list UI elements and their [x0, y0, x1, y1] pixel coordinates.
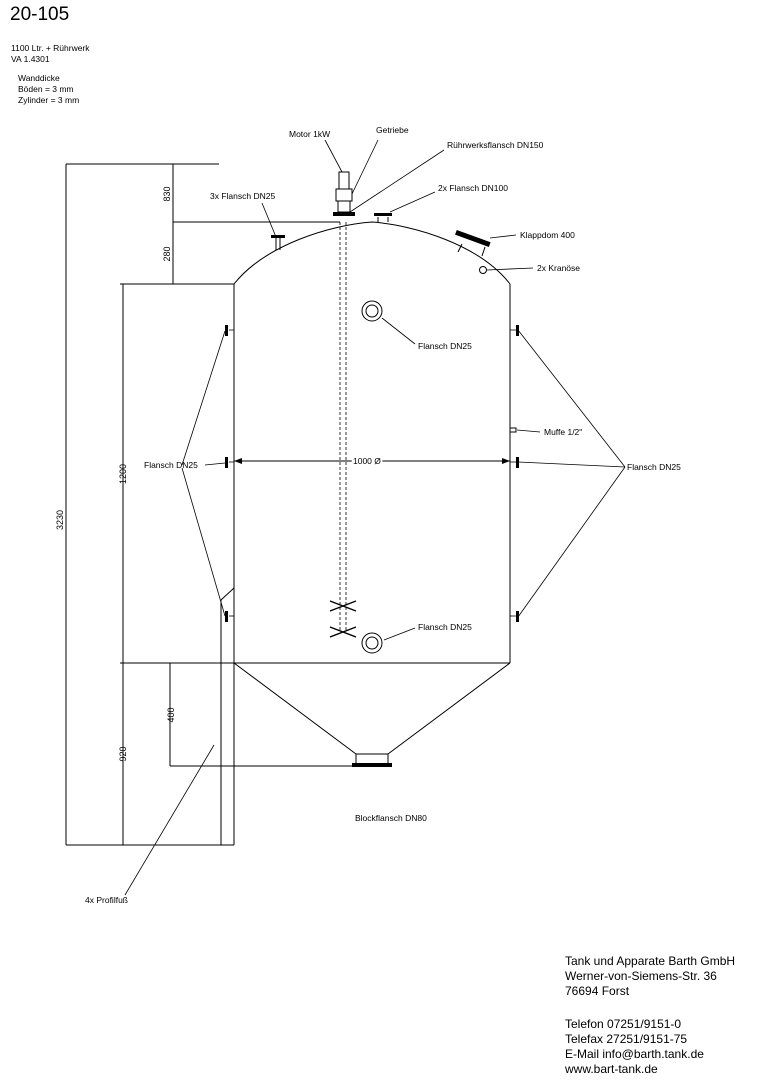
- company-website[interactable]: www.bart-tank.de: [565, 1062, 658, 1076]
- leader-gearbox: [351, 139, 379, 195]
- dim-cone-inner: 400: [166, 707, 176, 722]
- company-city: 76694 Forst: [565, 984, 630, 998]
- company-phone: Telefon 07251/9151-0: [565, 1017, 682, 1031]
- gearbox-body: [335, 188, 353, 202]
- side-flange-right-3: [516, 611, 519, 622]
- impeller-lower: [329, 626, 357, 638]
- front-flange-top-inner: [365, 304, 379, 318]
- leader-crane: [486, 267, 534, 271]
- label-socket: Muffe 1/2": [544, 427, 582, 437]
- front-flange-bottom-inner: [365, 636, 379, 650]
- dim-total-height: 3230: [55, 510, 65, 530]
- company-email[interactable]: E-Mail info@barth.tank.de: [565, 1047, 704, 1061]
- side-flange-left-3: [225, 611, 228, 622]
- side-flange-right-1: [516, 325, 519, 336]
- label-flange-dn25-left: Flansch DN25: [144, 460, 198, 470]
- crane-eye-icon: [479, 266, 487, 274]
- spec-line-volume: 1100 Ltr. + Rührwerk: [11, 43, 90, 53]
- side-flange-right-2: [516, 457, 519, 468]
- dn100-flange-bar: [374, 213, 392, 216]
- label-diameter: 1000 Ø: [353, 456, 381, 466]
- wall-thickness-heads: Böden = 3 mm: [18, 84, 74, 94]
- leader-legs: [124, 744, 215, 896]
- motor-body: [338, 171, 350, 190]
- manhole-lid-icon: [455, 229, 491, 247]
- label-flange-dn25-x3: 3x Flansch DN25: [210, 191, 275, 201]
- socket-muffe: [509, 427, 517, 433]
- label-crane-eyes: 2x Kranöse: [537, 263, 580, 273]
- leader-manhole: [489, 234, 517, 239]
- motor-lantern: [337, 200, 351, 213]
- leader-dn25-top: [261, 202, 277, 238]
- side-flange-left-1: [225, 325, 228, 336]
- dim-cylinder: 1200: [118, 464, 128, 484]
- leader-left-1: [181, 330, 226, 466]
- label-flange-dn25-top: Flansch DN25: [418, 341, 472, 351]
- company-fax: Telefax 27251/9151-75: [565, 1032, 688, 1046]
- drawing-number: 20-105: [10, 4, 70, 25]
- wall-thickness-title: Wanddicke: [18, 73, 60, 83]
- label-flange-dn100-x2: 2x Flansch DN100: [438, 183, 508, 193]
- leader-dn100: [389, 191, 436, 213]
- cone-right: [387, 662, 511, 755]
- side-flange-left-2: [225, 457, 228, 468]
- dn25-top-flange-bar: [271, 235, 285, 238]
- leader-agitator-flange: [349, 149, 445, 213]
- label-flange-dn25-right: Flansch DN25: [627, 462, 681, 472]
- leader-right-3: [517, 466, 626, 618]
- leader-left-3: [181, 467, 226, 617]
- leader-motor: [324, 139, 343, 173]
- label-flange-dn25-bottom: Flansch DN25: [418, 622, 472, 632]
- label-block-flange: Blockflansch DN80: [355, 813, 427, 823]
- label-gearbox: Getriebe: [376, 125, 409, 135]
- leader-socket: [516, 429, 541, 433]
- dim-top-upper: 830: [162, 186, 172, 201]
- company-name: Tank und Apparate Barth GmbH: [565, 954, 736, 968]
- label-agitator-flange: Rührwerksflansch DN150: [447, 140, 544, 150]
- top-head: [233, 221, 511, 285]
- leg-top: [220, 587, 235, 601]
- manhole-neck-a: [457, 243, 463, 253]
- wall-thickness-cylinder: Zylinder = 3 mm: [18, 95, 80, 105]
- dim-cone: 920: [118, 746, 128, 761]
- front-flange-top-outer: [361, 300, 383, 322]
- cone-left: [233, 662, 357, 755]
- agitator-flange-bar: [333, 212, 355, 216]
- spec-line-material: VA 1.4301: [11, 54, 50, 64]
- diameter-arrow-right: [502, 458, 510, 464]
- block-flange-bar: [352, 763, 392, 767]
- company-street: Werner-von-Siemens-Str. 36: [565, 969, 717, 983]
- diameter-arrow-left: [234, 458, 242, 464]
- impeller-upper: [329, 600, 357, 612]
- leader-front-flange-bottom: [383, 627, 416, 641]
- leader-left-2: [204, 462, 226, 466]
- dim-top-lower: 280: [162, 246, 172, 261]
- manhole-neck-b: [481, 246, 486, 257]
- label-motor: Motor 1kW: [289, 129, 330, 139]
- leader-right-2: [517, 461, 626, 468]
- label-manhole: Klappdom 400: [520, 230, 575, 240]
- leader-front-flange-top: [381, 317, 416, 345]
- label-legs: 4x Profilfuß: [85, 895, 128, 905]
- leader-right-1: [517, 329, 626, 468]
- front-flange-bottom-outer: [361, 632, 383, 654]
